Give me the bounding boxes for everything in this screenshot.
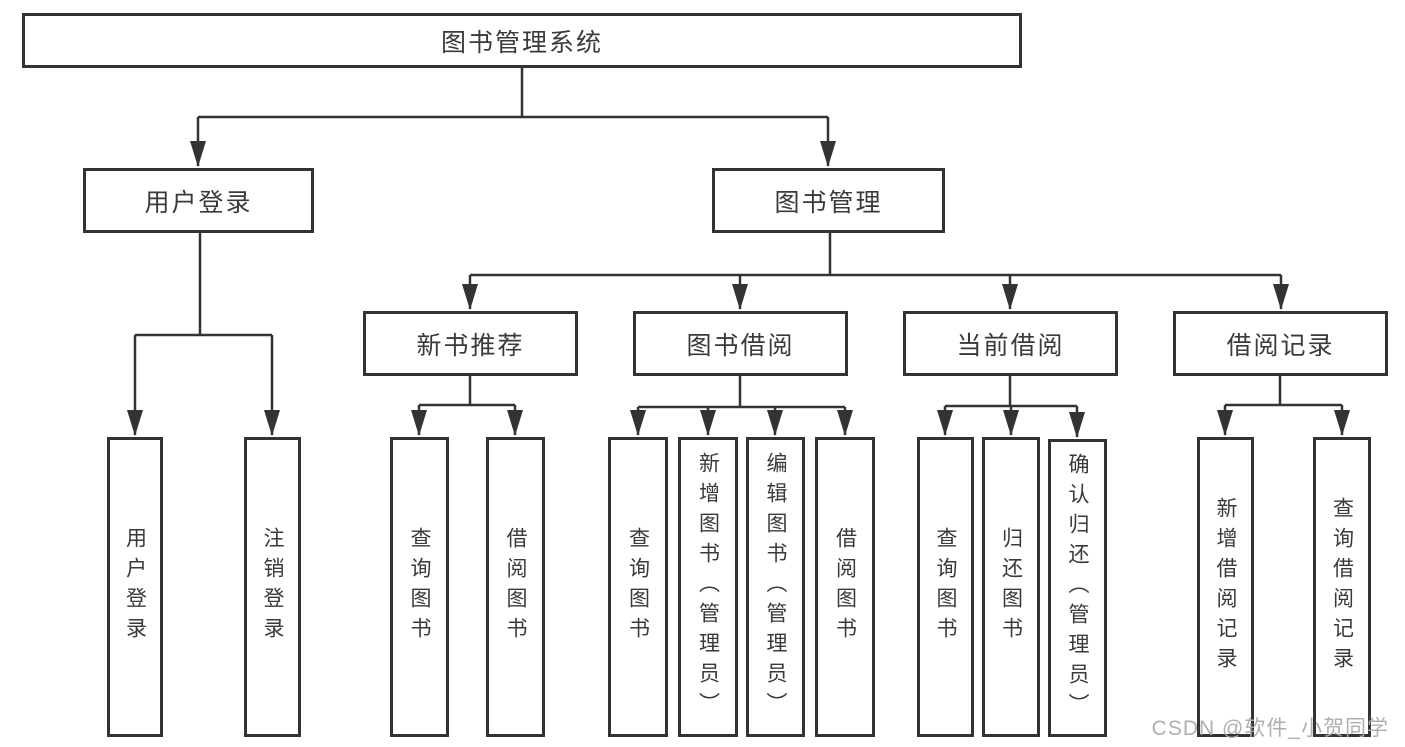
node-user-login-label: 用户登录: [144, 188, 253, 217]
node-current-borrow-label: 当前借阅: [956, 331, 1065, 360]
node-book-management-label: 图书管理: [774, 188, 883, 217]
leaf-nbr-query-books-label: 查询图书: [408, 527, 431, 647]
node-borrow-records: 借阅记录: [1173, 311, 1388, 376]
leaf-cb-return-books-label: 归还图书: [999, 527, 1023, 647]
node-root-label: 图书管理系统: [440, 28, 603, 57]
leaf-bb-add-books-admin-label: 新增图书（管理员）: [696, 452, 720, 722]
node-new-book-recommend-label: 新书推荐: [416, 331, 525, 360]
leaf-nbr-borrow-books-label: 借阅图书: [504, 527, 527, 647]
node-borrow-records-label: 借阅记录: [1226, 331, 1335, 360]
leaf-bb-borrow-books-label: 借阅图书: [833, 527, 857, 647]
leaf-nbr-borrow-books: 借阅图书: [486, 437, 545, 737]
leaf-logout: 注销登录: [244, 437, 301, 737]
leaf-user-login-label: 用户登录: [123, 527, 147, 647]
leaf-bb-add-books-admin: 新增图书（管理员）: [678, 437, 738, 737]
leaf-cb-confirm-return-admin-label: 确认归还（管理员）: [1066, 453, 1089, 723]
node-current-borrow: 当前借阅: [903, 311, 1118, 376]
node-new-book-recommend: 新书推荐: [363, 311, 578, 376]
node-book-borrow: 图书借阅: [633, 311, 848, 376]
leaf-user-login: 用户登录: [107, 437, 163, 737]
leaf-nbr-query-books: 查询图书: [390, 437, 449, 737]
leaf-bb-borrow-books: 借阅图书: [815, 437, 875, 737]
leaf-logout-label: 注销登录: [261, 527, 284, 647]
leaf-br-query-record: 查询借阅记录: [1313, 437, 1371, 737]
node-user-login: 用户登录: [83, 168, 314, 233]
leaf-br-add-record-label: 新增借阅记录: [1214, 497, 1237, 677]
node-book-borrow-label: 图书借阅: [686, 331, 795, 360]
watermark-text: CSDN @软件_小贺同学: [1151, 717, 1389, 740]
leaf-cb-confirm-return-admin: 确认归还（管理员）: [1048, 439, 1107, 737]
leaf-bb-edit-books-admin-label: 编辑图书（管理员）: [764, 452, 787, 722]
leaf-br-query-record-label: 查询借阅记录: [1330, 497, 1354, 677]
leaf-bb-edit-books-admin: 编辑图书（管理员）: [746, 437, 805, 737]
node-book-management: 图书管理: [712, 168, 945, 233]
leaf-bb-query-books: 查询图书: [608, 437, 668, 737]
node-root: 图书管理系统: [22, 13, 1022, 68]
leaf-br-add-record: 新增借阅记录: [1197, 437, 1254, 737]
leaf-cb-return-books: 归还图书: [982, 437, 1040, 737]
leaf-cb-query-books-label: 查询图书: [934, 527, 957, 647]
leaf-cb-query-books: 查询图书: [917, 437, 974, 737]
leaf-bb-query-books-label: 查询图书: [626, 527, 650, 647]
